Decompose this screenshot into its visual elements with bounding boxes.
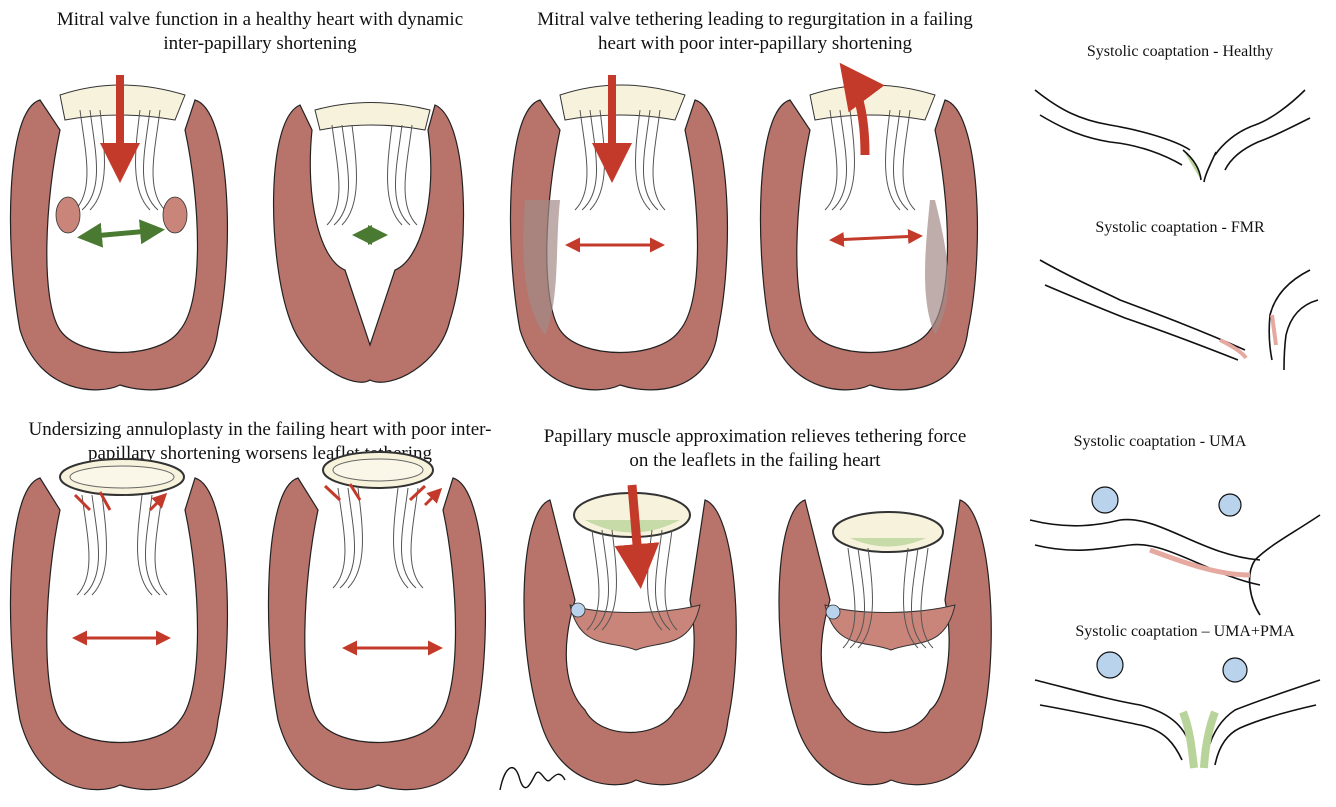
- heart-healthy-diastole: [10, 75, 227, 390]
- heart-pma-diastole: [524, 485, 736, 785]
- heart-annuloplasty-b: [268, 452, 485, 790]
- heart-annuloplasty-a: [10, 459, 227, 790]
- heart-failing-diastole: [510, 75, 727, 390]
- suture-pledget-icon: [571, 603, 585, 617]
- coaptation-uma-diagram: [1030, 487, 1320, 615]
- suture-pledget-icon: [826, 605, 840, 619]
- suture-pledget-icon: [1219, 494, 1241, 516]
- coaptation-fmr-diagram: [1040, 260, 1318, 370]
- coaptation-healthy-diagram: [1035, 90, 1310, 182]
- heart-pma-systole: [779, 500, 991, 785]
- suture-pledget-icon: [1097, 652, 1123, 678]
- author-signature: [495, 755, 575, 805]
- papillary-distance-arrow-icon: [832, 236, 920, 240]
- papillary-distance-arrow-icon: [82, 230, 160, 237]
- suture-pledget-icon: [1092, 487, 1118, 513]
- heart-failing-systole: [760, 70, 977, 390]
- coaptation-uma-pma-diagram: [1035, 652, 1320, 768]
- suture-pledget-icon: [1223, 658, 1247, 682]
- heart-healthy-systole: [274, 103, 464, 383]
